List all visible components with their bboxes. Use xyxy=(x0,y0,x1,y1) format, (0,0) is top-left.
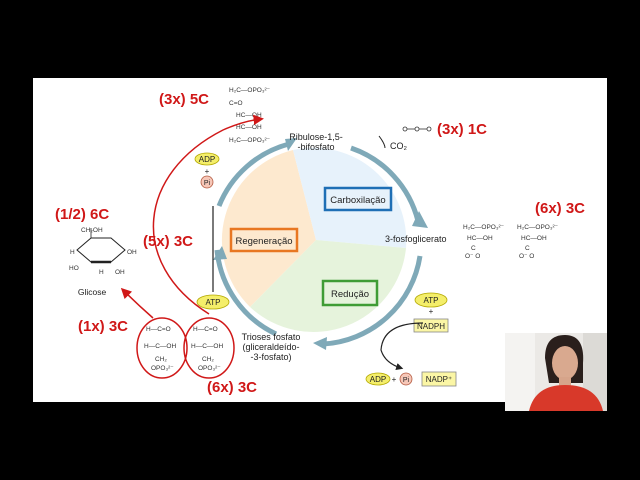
plus-sign: + xyxy=(429,307,434,316)
ribulose-count: (3x) 5C xyxy=(159,91,209,108)
co2-molecule-icon xyxy=(403,127,431,131)
pga-structure-1: H₂C—OPO₃²⁻ HC—OH C O⁻ O xyxy=(463,224,505,260)
triose-struct-line: H—C—OH xyxy=(191,343,223,350)
pga-structure-2: H₂C—OPO₃²⁻ HC—OH C O⁻ O xyxy=(517,224,559,260)
glucose-struct-label: H xyxy=(99,269,104,276)
trioses-label-1: Trioses fosfato xyxy=(242,332,301,342)
adp-top-label: ADP xyxy=(199,155,215,164)
glucose-struct-label: H xyxy=(70,249,75,256)
co2-count: (3x) 1C xyxy=(437,121,487,138)
plus-sign: + xyxy=(205,167,210,176)
ribulose-struct-line: H₂C—OPO₃²⁻ xyxy=(229,137,271,144)
ribulose-struct-line: H₂C—OPO₃²⁻ xyxy=(229,87,271,94)
atp-right-label: ATP xyxy=(424,296,439,305)
pga-struct-line: C xyxy=(471,245,476,252)
pga-struct-line: HC—OH xyxy=(521,235,547,242)
reduction-label: Redução xyxy=(331,289,369,300)
triose-struct-line: CH₂ xyxy=(155,356,167,363)
ribulose-structure: H₂C—OPO₃²⁻ C=O HC—OH HC—OH H₂C—OPO₃²⁻ xyxy=(229,87,271,144)
pi-bottom-label: Pi xyxy=(403,377,410,384)
triose-struct-line: H—C—OH xyxy=(144,343,176,350)
glucose-red-arrow xyxy=(123,290,153,318)
atp-badge-right: ATP xyxy=(415,293,447,307)
glucose-structure: CH₂OH H OH HO H OH xyxy=(69,227,137,276)
presenter-face xyxy=(552,346,578,380)
trioses-label-2: (gliceraldeído- xyxy=(242,342,299,352)
ribulose-struct-line: C=O xyxy=(229,100,243,107)
pga-struct-line: C xyxy=(525,245,530,252)
webcam-overlay xyxy=(505,333,607,411)
nadph-badge: NADPH xyxy=(414,319,448,332)
pga-struct-line: O⁻ O xyxy=(465,253,480,260)
pga-struct-line: HC—OH xyxy=(467,235,493,242)
pga-struct-line: H₂C—OPO₃²⁻ xyxy=(517,224,559,231)
triose-struct-line: OPO₃²⁻ xyxy=(151,365,174,372)
phosphoglycerate-count: (6x) 3C xyxy=(535,200,585,217)
regeneration-label: Regeneração xyxy=(235,236,292,247)
carboxylation-label: Carboxilação xyxy=(330,195,385,206)
regenerated-count: (5x) 3C xyxy=(143,233,193,250)
trioses-count: (6x) 3C xyxy=(207,379,257,396)
pga-struct-line: O⁻ O xyxy=(519,253,534,260)
adp-badge-top: ADP xyxy=(195,153,219,165)
adp-bottom-label: ADP xyxy=(370,375,386,384)
glucose-count: (1/2) 6C xyxy=(55,206,109,223)
triose-structure-2: H—C=O H—C—OH CH₂ OPO₃²⁻ xyxy=(191,326,223,372)
regeneration-box: Regeneração xyxy=(231,229,297,251)
ribulose-label-2: -bifosfato xyxy=(297,142,334,152)
nadp-badge: NADP⁺ xyxy=(422,372,456,386)
triose-struct-line: H—C=O xyxy=(193,326,218,333)
pga-struct-line: H₂C—OPO₃²⁻ xyxy=(463,224,505,231)
triose-struct-line: H—C=O xyxy=(146,326,171,333)
pi-badge-top: Pi xyxy=(201,176,213,188)
atp-left-label: ATP xyxy=(206,298,221,307)
glucose-struct-label: HO xyxy=(69,265,79,272)
glucose-struct-label: OH xyxy=(115,269,125,276)
pi-top-label: Pi xyxy=(204,180,211,187)
triose-struct-line: CH₂ xyxy=(202,356,214,363)
triose-structure-1: H—C=O H—C—OH CH₂ OPO₃²⁻ xyxy=(144,326,176,372)
glucose-label: Glicose xyxy=(78,287,107,297)
exported-count: (1x) 3C xyxy=(78,318,128,335)
adp-badge-bottom: ADP xyxy=(366,373,390,385)
carboxylation-box: Carboxilação xyxy=(325,188,391,210)
atp-badge-left: ATP xyxy=(197,295,229,309)
presenter-video xyxy=(505,333,607,411)
glucose-struct-label: CH₂OH xyxy=(81,227,103,234)
co2-label: CO₂ xyxy=(390,141,408,151)
glucose-struct-label: OH xyxy=(127,249,137,256)
trioses-label-3: -3-fosfato) xyxy=(250,352,291,362)
ribulose-label-1: Ribulose-1,5- xyxy=(289,132,343,142)
reduction-box: Redução xyxy=(323,281,377,305)
ribulose-struct-line: HC—OH xyxy=(236,124,262,131)
triose-struct-line: OPO₃²⁻ xyxy=(198,365,221,372)
phosphoglycerate-label: 3-fosfoglicerato xyxy=(385,234,447,244)
plus-sign: + xyxy=(392,375,397,384)
pi-badge-bottom: Pi xyxy=(400,373,412,385)
ribulose-struct-line: HC—OH xyxy=(236,112,262,119)
nadp-label: NADP⁺ xyxy=(426,375,452,384)
